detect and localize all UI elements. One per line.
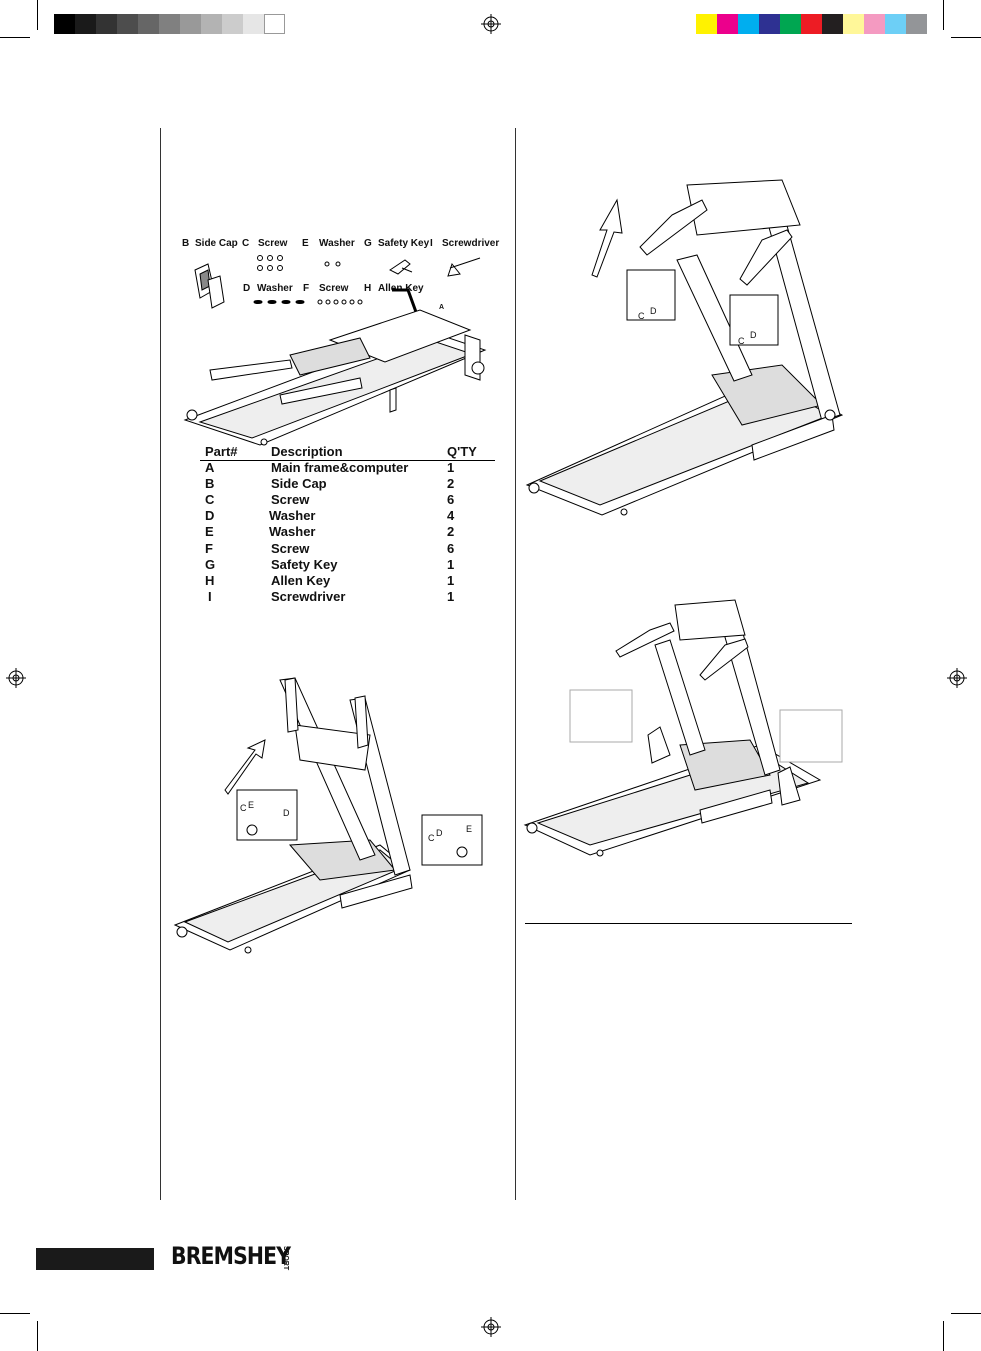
gray-swatch <box>96 14 117 34</box>
brand-logo: BREMSHEY <box>171 1242 291 1270</box>
callout-e-left: E <box>248 800 255 810</box>
hw-letter-d: D <box>243 283 251 294</box>
gray-swatch <box>243 14 264 34</box>
treadmill-raise-illustration <box>173 677 483 954</box>
row-description: Screw <box>271 492 310 507</box>
hw-letter-i: I <box>430 238 433 249</box>
gray-swatch <box>54 14 75 34</box>
row-description: Side Cap <box>271 476 327 491</box>
hw-name-c: Screw <box>258 238 288 249</box>
color-swatch <box>696 14 717 34</box>
hw-name-g: Safety Key <box>378 238 430 249</box>
callout-e-right: E <box>466 824 473 834</box>
center-column-rule <box>515 128 516 1200</box>
color-swatch <box>822 14 843 34</box>
parts-table-header: Part# Description Q'TY <box>205 444 495 460</box>
row-part: F <box>205 541 213 556</box>
gray-swatch <box>180 14 201 34</box>
gray-swatch <box>75 14 96 34</box>
row-part: D <box>205 508 215 523</box>
hw-name-f: Screw <box>319 283 349 294</box>
registration-mark-bottom <box>481 1317 501 1337</box>
callout-d-right: D <box>436 828 443 838</box>
row-part: G <box>205 557 216 572</box>
row-qty: 2 <box>447 524 455 539</box>
color-swatch <box>843 14 864 34</box>
hw-letter-c: C <box>242 238 250 249</box>
row-description: Washer <box>269 524 316 539</box>
brand-logo-sport: SPORT <box>282 1246 289 1271</box>
treadmill-sidecap-illustration <box>523 599 843 857</box>
color-swatch <box>885 14 906 34</box>
row-qty: 6 <box>447 541 455 556</box>
gray-swatch <box>159 14 180 34</box>
gray-swatch <box>264 14 285 34</box>
treadmill-folded-illustration <box>183 309 487 446</box>
header-description: Description <box>271 444 343 459</box>
callout-c-top-right: C <box>738 336 745 346</box>
gray-swatch <box>222 14 243 34</box>
callout-c-right: C <box>428 833 435 843</box>
treadmill-handlebar-illustration <box>525 179 844 516</box>
header-part: Part# <box>205 444 238 459</box>
row-qty: 1 <box>447 573 455 588</box>
row-qty: 1 <box>447 557 455 572</box>
row-description: Allen Key <box>271 573 331 588</box>
hardware-parts-illustration <box>194 255 481 313</box>
row-qty: 1 <box>447 589 455 604</box>
callout-d-left: D <box>283 808 290 818</box>
hw-name-b: Side Cap <box>195 238 238 249</box>
row-part: B <box>205 476 215 491</box>
hw-letter-e: E <box>302 238 309 249</box>
color-swatch <box>738 14 759 34</box>
gray-swatch <box>138 14 159 34</box>
left-column-rule <box>160 128 161 1200</box>
callout-d-top-right: D <box>750 330 757 340</box>
row-description: Safety Key <box>271 557 338 572</box>
row-description: Screwdriver <box>271 589 346 604</box>
hw-letter-f: F <box>303 283 310 294</box>
right-column-rule <box>525 923 852 924</box>
color-swatch <box>864 14 885 34</box>
color-swatch <box>780 14 801 34</box>
header-qty: Q'TY <box>447 444 477 459</box>
color-swatch <box>906 14 927 34</box>
footer-page-bar <box>36 1248 154 1270</box>
hw-letter-h: H <box>364 283 372 294</box>
row-qty: 2 <box>447 476 455 491</box>
table-header-rule <box>200 460 495 461</box>
callout-c-left: C <box>240 803 247 813</box>
registration-mark-top <box>481 14 501 34</box>
color-swatch <box>717 14 738 34</box>
hw-letter-a: A <box>439 304 445 311</box>
row-part: I <box>208 589 212 604</box>
callout-d-top-left: D <box>650 306 657 316</box>
row-part: E <box>205 524 214 539</box>
row-description: Screw <box>271 541 310 556</box>
gray-swatch <box>117 14 138 34</box>
callout-c-top-left: C <box>638 311 645 321</box>
row-part: H <box>205 573 215 588</box>
row-qty: 6 <box>447 492 455 507</box>
row-qty: 1 <box>447 460 455 475</box>
hw-name-i: Screwdriver <box>442 238 500 249</box>
registration-mark-left <box>6 668 26 688</box>
row-description: Washer <box>269 508 316 523</box>
hw-name-d: Washer <box>257 283 293 294</box>
hw-name-e: Washer <box>319 238 355 249</box>
row-qty: 4 <box>447 508 455 523</box>
hw-letter-g: G <box>364 238 372 249</box>
color-swatch <box>759 14 780 34</box>
registration-mark-right <box>947 668 967 688</box>
gray-swatch <box>201 14 222 34</box>
hw-letter-b: B <box>182 238 190 249</box>
color-swatch <box>801 14 822 34</box>
row-description: Main frame&computer <box>271 460 409 475</box>
row-part: C <box>205 492 215 507</box>
row-part: A <box>205 460 215 475</box>
